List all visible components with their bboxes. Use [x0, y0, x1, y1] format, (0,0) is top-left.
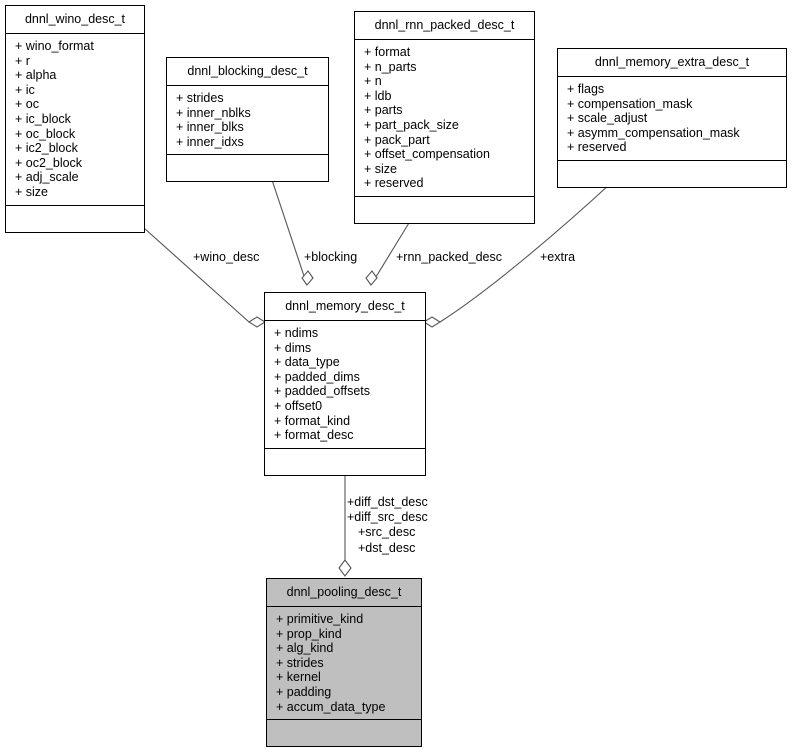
attribute-row: + format: [364, 45, 411, 59]
attribute-row: + inner_idxs: [176, 134, 244, 149]
edge-label-line: +dst_desc: [358, 540, 416, 555]
class-title-dnnl-pooling-desc-t: dnnl_pooling_desc_t: [267, 579, 421, 607]
attribute-row: + oc: [15, 97, 39, 112]
aggregation-diamond-blocking: [301, 270, 314, 286]
attribute-row: + oc_block: [15, 126, 76, 141]
class-operations-dnnl-blocking-desc-t: [167, 155, 328, 181]
class-box-dnnl-rnn-packed-desc-t[interactable]: dnnl_rnn_packed_desc_t + format + n_part…: [354, 11, 535, 224]
class-operations-dnnl-memory-extra-desc-t: [558, 161, 786, 187]
attribute-row: + reserved: [567, 140, 627, 155]
class-title-dnnl-wino-desc-t: dnnl_wino_desc_t: [6, 6, 144, 34]
edge-label-extra: +extra: [540, 250, 576, 264]
attribute-row: + accum_data_type: [276, 699, 386, 714]
attribute-row: + oc2_block: [15, 155, 83, 170]
aggregation-diamond-pooling: [338, 559, 352, 577]
class-title-dnnl-rnn-packed-desc-t: dnnl_rnn_packed_desc_t: [355, 12, 534, 40]
attribute-row: + padding: [276, 684, 332, 699]
class-box-dnnl-memory-desc-t[interactable]: dnnl_memory_desc_t + ndims + dims + data…: [264, 292, 426, 476]
attribute-row: + n: [364, 74, 382, 89]
attribute-row: + inner_blks: [176, 120, 244, 135]
edge-label-wino-desc: +wino_desc: [193, 250, 260, 264]
class-box-dnnl-memory-extra-desc-t[interactable]: dnnl_memory_extra_desc_t + flags + compe…: [557, 48, 787, 188]
attribute-row: + primitive_kind: [276, 612, 364, 626]
class-attributes-dnnl-pooling-desc-t: + primitive_kind + prop_kind + alg_kind …: [267, 607, 421, 721]
attribute-row: + strides: [176, 91, 224, 105]
attribute-row: + pack_part: [364, 132, 430, 147]
class-title-dnnl-memory-extra-desc-t: dnnl_memory_extra_desc_t: [558, 49, 786, 77]
class-operations-dnnl-memory-desc-t: [265, 449, 425, 475]
attribute-row: + parts: [364, 103, 403, 118]
attribute-row: + prop_kind: [276, 626, 342, 641]
attribute-row: + size: [364, 161, 398, 176]
attribute-row: + strides: [276, 655, 324, 670]
attribute-row: + dims: [274, 340, 312, 355]
edge-wino-desc: [143, 227, 267, 328]
attribute-row: + r: [15, 53, 30, 68]
class-title-dnnl-blocking-desc-t: dnnl_blocking_desc_t: [167, 58, 328, 86]
edge-label-rnn-packed-desc: +rnn_packed_desc: [396, 250, 502, 264]
attribute-row: + compensation_mask: [567, 96, 693, 111]
class-box-dnnl-wino-desc-t[interactable]: dnnl_wino_desc_t + wino_format + r + alp…: [5, 5, 145, 233]
attribute-row: + offset_compensation: [364, 147, 490, 162]
attribute-row: + ic: [15, 82, 35, 97]
attribute-row: + padded_dims: [274, 369, 360, 384]
edge-label-pooling-descs: +diff_dst_desc +diff_src_desc +src_desc …: [347, 495, 428, 556]
attribute-row: + padded_offsets: [274, 384, 371, 399]
attribute-row: + format_kind: [274, 413, 351, 428]
attribute-row: + format_desc: [274, 428, 354, 443]
class-box-dnnl-pooling-desc-t[interactable]: dnnl_pooling_desc_t + primitive_kind + p…: [266, 578, 422, 748]
edge-label-blocking: +blocking: [304, 250, 358, 264]
edge-blocking: [269, 173, 314, 286]
attribute-row: + reserved: [364, 176, 424, 191]
aggregation-diamond-wino: [247, 316, 267, 328]
attribute-row: + wino_format: [15, 39, 94, 53]
edge-label-line: +src_desc: [358, 525, 416, 540]
attribute-row: + scale_adjust: [567, 111, 648, 126]
attribute-row: + data_type: [274, 355, 340, 370]
attribute-row: + ndims: [274, 326, 319, 340]
class-operations-dnnl-rnn-packed-desc-t: [355, 197, 534, 223]
edge-label-line: +diff_src_desc: [347, 510, 428, 525]
attribute-row: + alg_kind: [276, 641, 334, 656]
class-attributes-dnnl-blocking-desc-t: + strides + inner_nblks + inner_blks + i…: [167, 86, 328, 156]
attribute-row: + ldb: [364, 88, 392, 103]
attribute-row: + adj_scale: [15, 170, 79, 185]
attribute-row: + ic_block: [15, 111, 71, 126]
class-attributes-dnnl-memory-extra-desc-t: + flags + compensation_mask + scale_adju…: [558, 77, 786, 161]
attribute-row: + part_pack_size: [364, 117, 459, 132]
class-operations-dnnl-pooling-desc-t: [267, 720, 421, 746]
attribute-row: + kernel: [276, 670, 321, 685]
class-attributes-dnnl-wino-desc-t: + wino_format + r + alpha + ic + oc + ic…: [6, 34, 144, 206]
class-title-dnnl-memory-desc-t: dnnl_memory_desc_t: [265, 293, 425, 321]
aggregation-diamond-rnn: [365, 270, 378, 286]
attribute-row: + flags: [567, 82, 605, 96]
class-operations-dnnl-wino-desc-t: [6, 206, 144, 232]
attribute-row: + offset0: [274, 398, 323, 413]
attribute-row: + n_parts: [364, 59, 417, 74]
class-attributes-dnnl-memory-desc-t: + ndims + dims + data_type + padded_dims…: [265, 321, 425, 449]
attribute-row: + alpha: [15, 68, 57, 83]
attribute-row: + ic2_block: [15, 141, 78, 156]
class-attributes-dnnl-rnn-packed-desc-t: + format + n_parts + n + ldb + parts + p…: [355, 40, 534, 197]
aggregation-diamond-extra: [422, 316, 442, 328]
attribute-row: + inner_nblks: [176, 105, 251, 120]
attribute-row: + size: [15, 184, 49, 199]
class-box-dnnl-blocking-desc-t[interactable]: dnnl_blocking_desc_t + strides + inner_n…: [166, 57, 329, 183]
attribute-row: + asymm_compensation_mask: [567, 125, 740, 140]
edge-label-line: +diff_dst_desc: [347, 495, 428, 509]
